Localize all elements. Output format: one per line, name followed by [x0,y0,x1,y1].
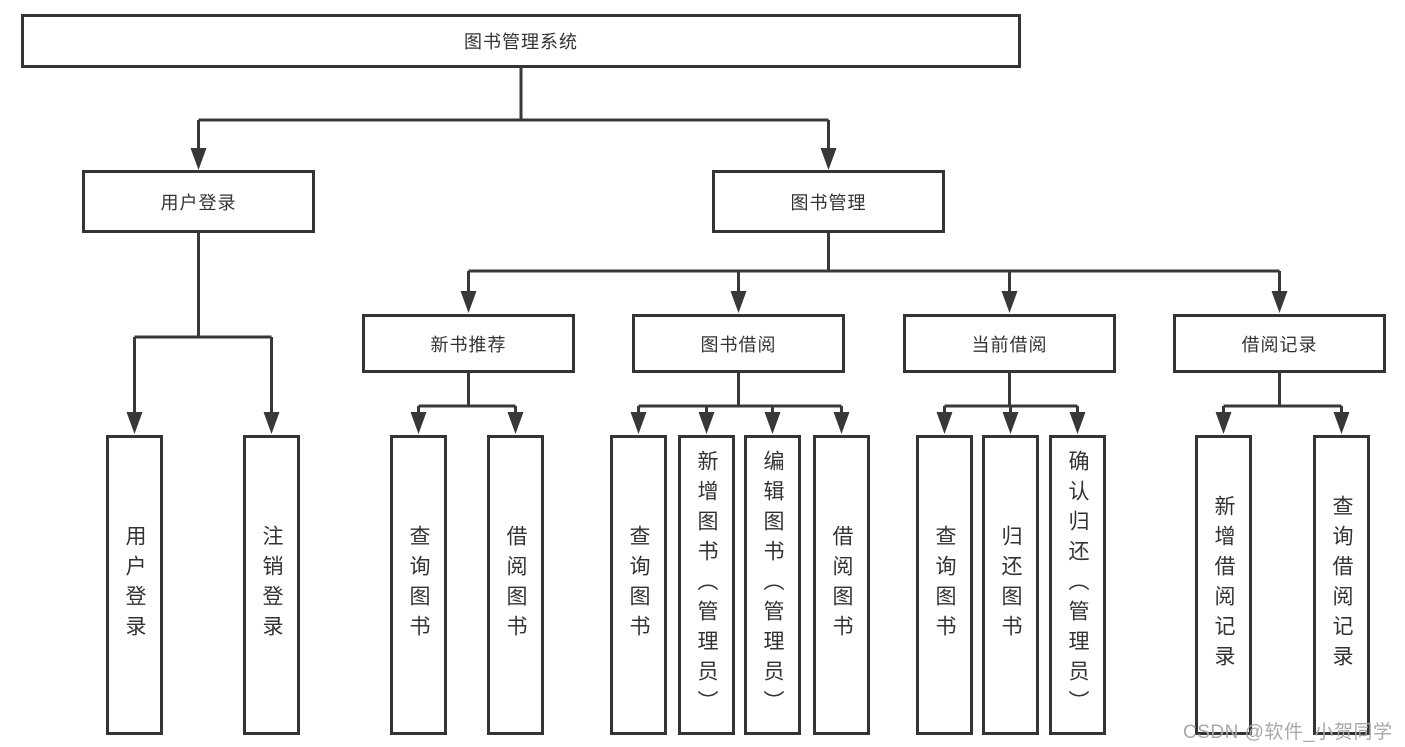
node-user-login-label: 用户登录 [160,192,237,213]
node-book-mgmt: 图书管理 [712,170,945,233]
leaf-borrow-books-1-label: 借阅图书 [504,525,527,645]
leaf-add-borrow-record-label: 新增借阅记录 [1212,495,1235,675]
arrowheads-new-book-rec [410,412,524,434]
leaf-add-borrow-record: 新增借阅记录 [1195,435,1252,735]
arrowheads-root [190,148,837,170]
leaf-edit-books-admin-label: 编辑图书（管理员） [761,450,784,720]
node-new-book-rec: 新书推荐 [362,314,575,373]
node-borrow-records-label: 借阅记录 [1241,334,1318,355]
node-book-mgmt-label: 图书管理 [790,192,867,213]
leaf-logout-label: 注销登录 [260,525,283,645]
leaf-query-borrow-record-label: 查询借阅记录 [1330,495,1353,675]
arrowheads-book-mgmt [460,291,1288,313]
arrowheads-borrow-records [1215,412,1350,434]
connector-borrow-records [1222,373,1343,414]
leaf-edit-books-admin: 编辑图书（管理员） [744,435,801,735]
leaf-query-books-2: 查询图书 [610,435,667,735]
leaf-query-books-3: 查询图书 [916,435,973,735]
connector-root [197,68,830,150]
node-user-login: 用户登录 [82,170,315,233]
leaf-query-books-3-label: 查询图书 [933,525,956,645]
connector-book-mgmt [467,233,1281,292]
leaf-add-books-admin: 新增图书（管理员） [678,435,735,735]
arrowheads-current-borrow [936,412,1086,434]
leaf-confirm-return-admin-label: 确认归还（管理员） [1066,450,1089,720]
node-root: 图书管理系统 [21,14,1021,68]
leaf-borrow-books-2-label: 借阅图书 [830,525,853,645]
node-new-book-rec-label: 新书推荐 [430,334,507,355]
connector-book-borrow [637,373,843,414]
leaf-logout: 注销登录 [243,435,300,735]
leaf-confirm-return-admin: 确认归还（管理员） [1049,435,1106,735]
leaf-borrow-books-1: 借阅图书 [487,435,544,735]
leaf-query-books-1-label: 查询图书 [407,525,430,645]
arrowheads-book-borrow [630,412,850,434]
leaf-return-books: 归还图书 [982,435,1039,735]
node-current-borrow-label: 当前借阅 [971,334,1048,355]
leaf-query-borrow-record: 查询借阅记录 [1313,435,1370,735]
node-book-borrow: 图书借阅 [632,314,845,373]
leaf-return-books-label: 归还图书 [999,525,1022,645]
node-book-borrow-label: 图书借阅 [700,334,777,355]
connector-current-borrow [943,373,1079,414]
connector-new-book-rec [417,373,517,414]
node-borrow-records: 借阅记录 [1173,314,1386,373]
leaf-user-login: 用户登录 [106,435,163,735]
arrowheads-user-login [126,412,280,434]
connector-user-login [133,233,273,414]
node-root-label: 图书管理系统 [464,32,578,52]
leaf-query-books-2-label: 查询图书 [627,525,650,645]
node-current-borrow: 当前借阅 [903,314,1116,373]
csdn-watermark: CSDN @软件_小贺同学 [1183,722,1393,743]
leaf-user-login-label: 用户登录 [123,525,146,645]
leaf-borrow-books-2: 借阅图书 [813,435,870,735]
leaf-query-books-1: 查询图书 [390,435,447,735]
leaf-add-books-admin-label: 新增图书（管理员） [695,450,718,720]
